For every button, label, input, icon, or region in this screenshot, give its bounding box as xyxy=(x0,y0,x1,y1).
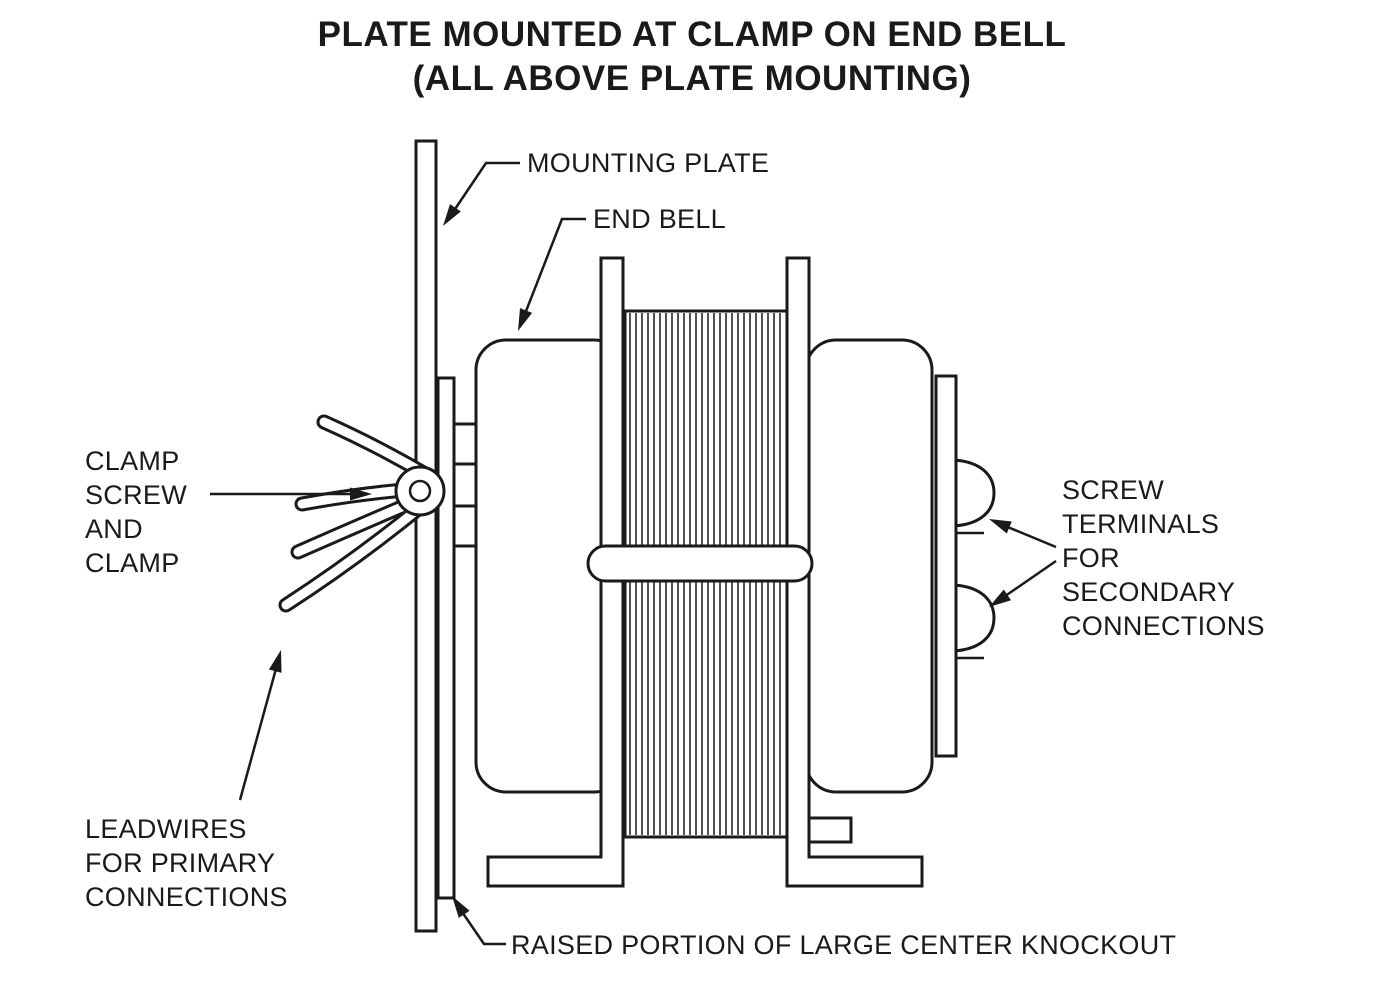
leader-leadwires xyxy=(238,664,279,801)
label-raised-portion: RAISED PORTION OF LARGE CENTER KNOCKOUT xyxy=(511,930,1177,960)
end-bell-right xyxy=(804,338,934,794)
bracket-tab xyxy=(807,816,853,844)
arrowhead-clamp xyxy=(350,487,372,501)
label-screw-terminals: SCREW TERMINALS FOR SECONDARY CONNECTION… xyxy=(1062,475,1265,641)
mounting-plate-shape xyxy=(414,139,438,933)
arrowhead-terminal-top xyxy=(989,519,1012,534)
diagram-title: PLATE MOUNTED AT CLAMP ON END BELL (ALL … xyxy=(0,13,1384,101)
label-leadwires: LEADWIRES FOR PRIMARY CONNECTIONS xyxy=(85,814,288,912)
arrowhead-terminal-bottom xyxy=(989,589,1011,607)
clamp-block-top xyxy=(452,422,478,466)
arrowhead-raised-portion xyxy=(452,896,470,918)
leader-mounting-plate xyxy=(445,161,520,222)
clamp-screw-shape xyxy=(394,465,446,517)
label-clamp-screw-and-clamp: CLAMP SCREW AND CLAMP xyxy=(85,446,187,578)
arrowhead-mounting-plate xyxy=(443,204,461,226)
raised-knockout-strip xyxy=(436,376,456,900)
label-end-bell: END BELL xyxy=(593,204,726,234)
screw-terminal-bottom xyxy=(952,583,996,653)
clamp-screw-head xyxy=(408,479,432,503)
arrowhead-end-bell xyxy=(518,308,533,331)
diagram-title-line2: (ALL ABOVE PLATE MOUNTING) xyxy=(412,59,972,98)
diagram-title-line1: PLATE MOUNTED AT CLAMP ON END BELL xyxy=(317,15,1067,54)
screw-terminal-top xyxy=(952,458,996,528)
core-bracket-right xyxy=(785,256,924,888)
arrowhead-leadwires xyxy=(268,650,282,673)
clamp-band xyxy=(586,544,814,583)
clamp-block-bottom xyxy=(452,504,478,548)
leader-terminal-bottom xyxy=(997,559,1057,603)
terminal-strip xyxy=(934,374,958,758)
core-bracket-left xyxy=(486,256,625,888)
leader-end-bell xyxy=(519,217,586,325)
label-mounting-plate: MOUNTING PLATE xyxy=(527,148,770,178)
leader-raised-portion xyxy=(456,905,506,946)
